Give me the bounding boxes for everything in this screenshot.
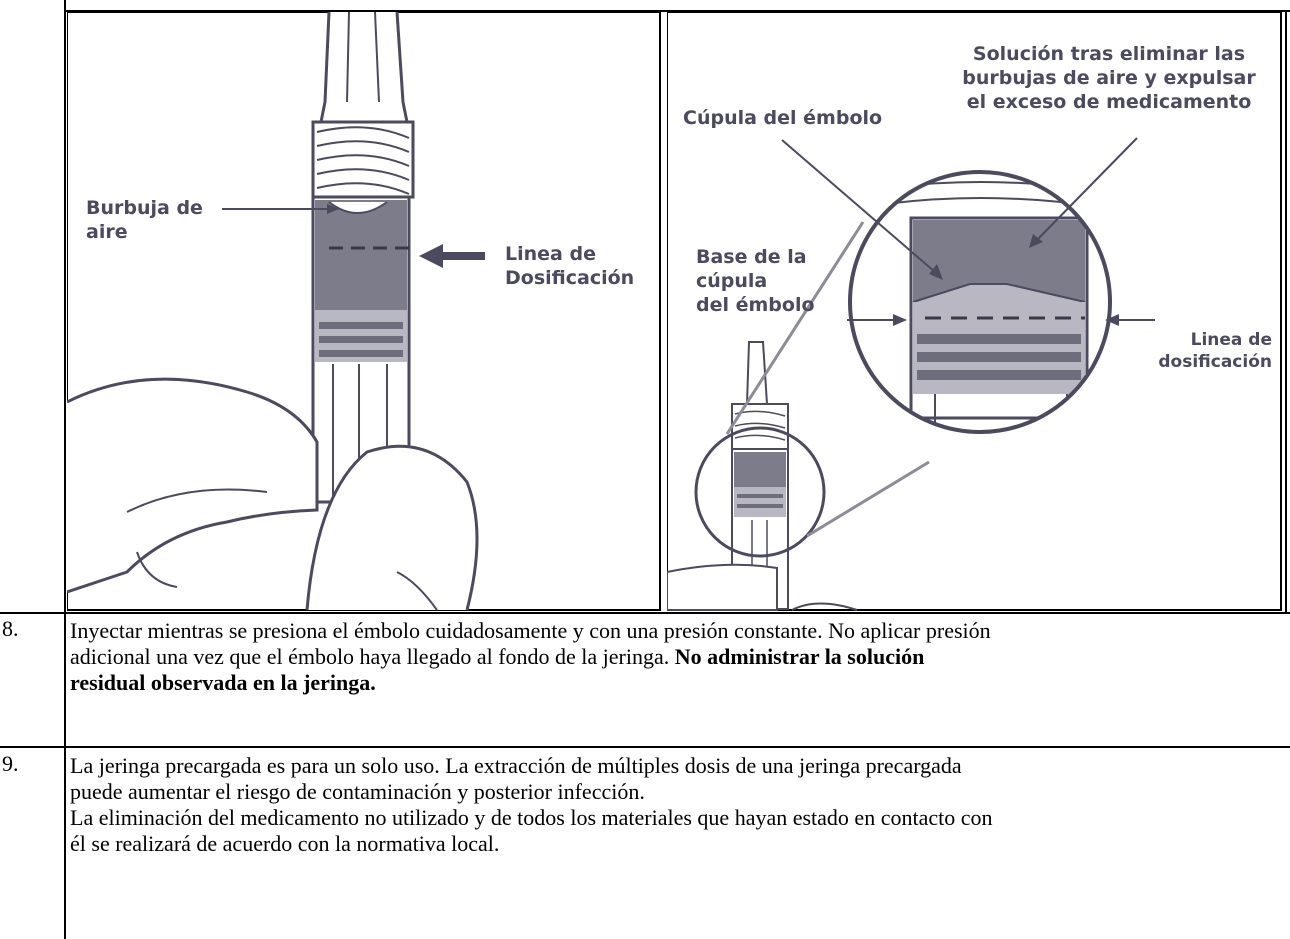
step-text-line: La eliminación del medicamento no utiliz… [70,805,993,830]
step-number: 8. [2,616,19,641]
step-text-line: Inyectar mientras se presiona el émbolo … [70,618,991,643]
step-text: La jeringa precargada es para un solo us… [70,753,1286,857]
dose-line-label-left: Linea de Dosificación [505,243,635,289]
row-divider-1 [0,612,1290,614]
row-divider-2 [0,746,1290,748]
syringe-figure-right [667,12,1282,611]
step-text-line: puede aumentar el riesgo de contaminació… [70,779,645,804]
dose-line-label-right: Linea de dosificación [1158,330,1272,372]
step-warning: No administrar la solución [674,644,925,669]
step-text: Inyectar mientras se presiona el émbolo … [70,618,1286,696]
step-text-line: él se realizará de acuerdo con la normat… [70,831,500,856]
bubble-label: Burbuja de aire [86,197,203,243]
table-border-right [1285,10,1287,612]
syringe-figure-left [67,12,661,611]
dome-label: Cúpula del émbolo [683,107,883,129]
step-number: 9. [2,751,19,776]
dome-base-label: Base de la cúpula del émbolo [696,246,815,316]
table-border-top [64,10,1290,12]
solution-label: Solución tras eliminar las burbujas de a… [962,43,1256,113]
step-warning: residual observada en la jeringa. [70,670,376,695]
table-border-left [64,0,66,939]
step-text-line: La jeringa precargada es para un solo us… [70,753,962,778]
step-text-line: adicional una vez que el émbolo haya lle… [70,644,675,669]
